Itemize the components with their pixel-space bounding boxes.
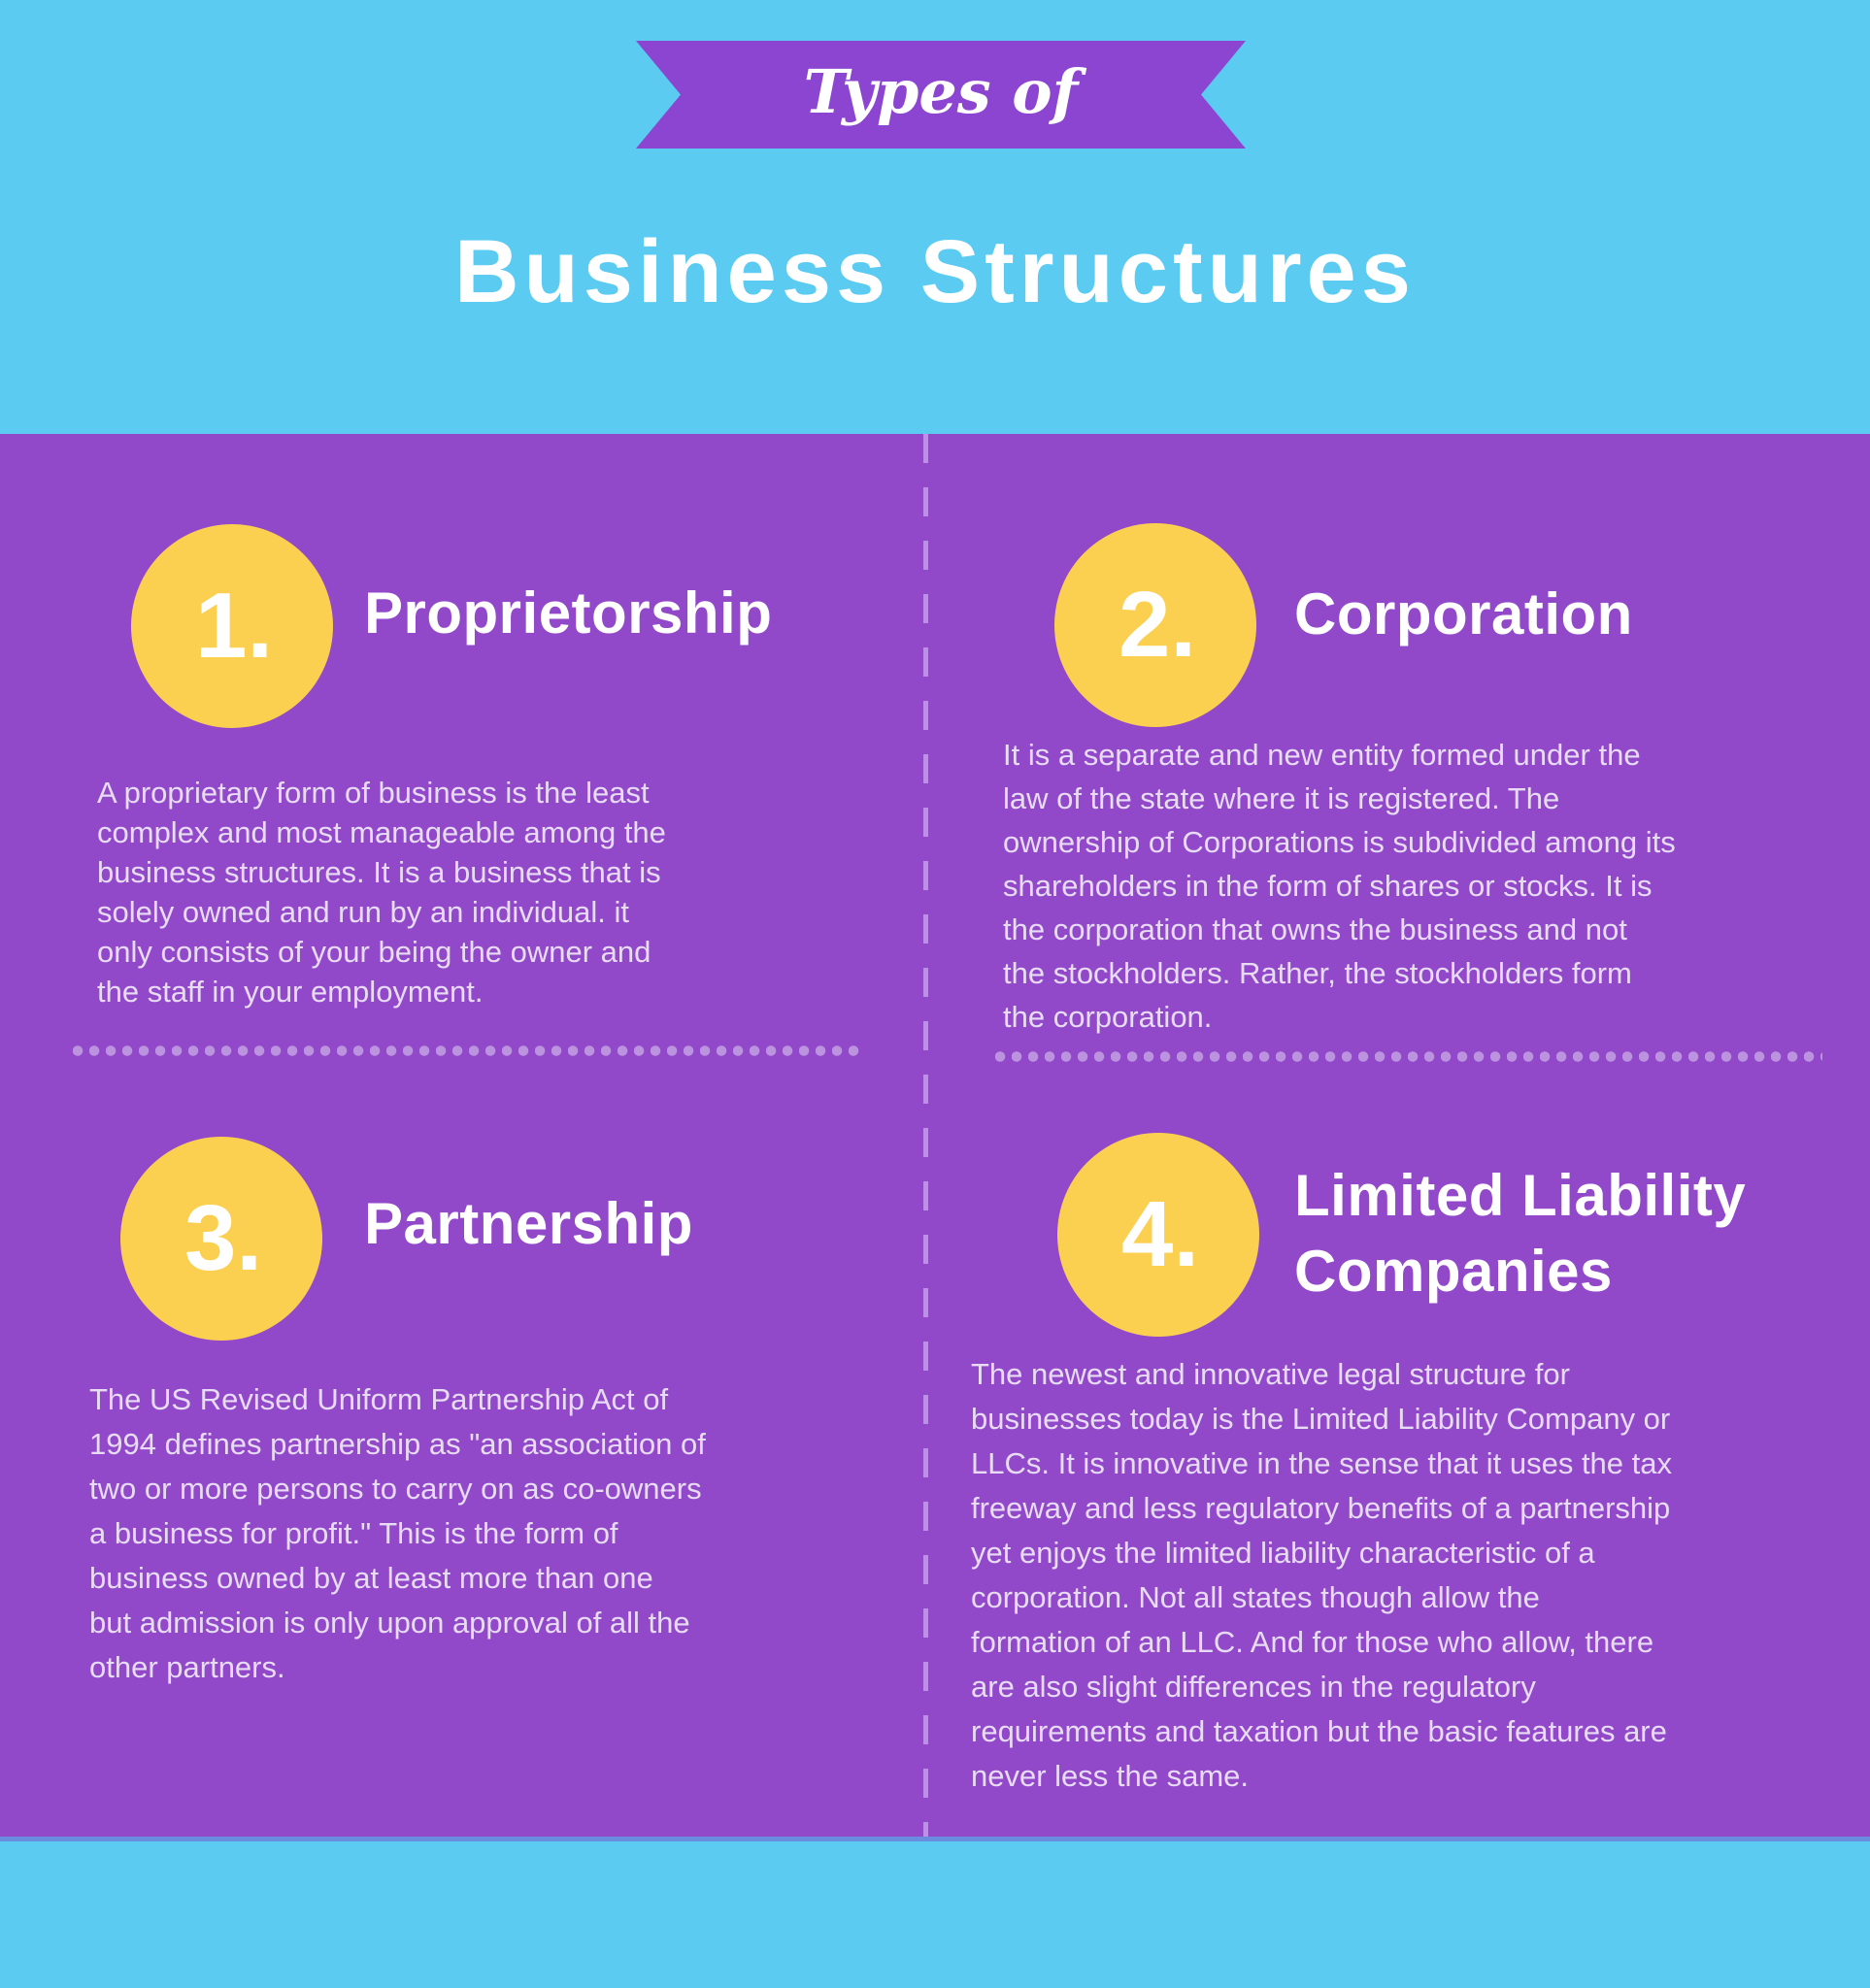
- dotted-divider-right: [995, 1051, 1822, 1062]
- section-3-body: The US Revised Uniform Partnership Act o…: [89, 1382, 706, 1684]
- header-band: Types of Business Structures: [0, 0, 1870, 434]
- section-3-title: Partnership: [364, 1191, 693, 1256]
- vertical-dashed-divider: [923, 434, 928, 1837]
- section-2-body: It is a separate and new entity formed u…: [1003, 738, 1676, 1034]
- main-content: 1. Proprietorship A proprietary form of …: [0, 434, 1870, 1837]
- section-4-number-badge: 4.: [1057, 1133, 1259, 1337]
- page-title: Business Structures: [454, 222, 1416, 321]
- ribbon-label: Types of: [803, 56, 1079, 127]
- section-2-number-badge: 2.: [1054, 523, 1256, 727]
- section-1-number: 1.: [194, 574, 274, 678]
- section-4-title: Limited Liability Companies: [1294, 1163, 1747, 1304]
- section-4-body: The newest and innovative legal structur…: [971, 1357, 1673, 1793]
- section-2-title: Corporation: [1294, 581, 1633, 646]
- section-3-number-badge: 3.: [120, 1137, 322, 1341]
- section-2-number: 2.: [1118, 573, 1197, 677]
- section-3-number: 3.: [184, 1186, 263, 1290]
- footer-band: [0, 1837, 1870, 1988]
- section-4-number: 4.: [1120, 1182, 1200, 1286]
- section-1-body: A proprietary form of business is the le…: [97, 776, 666, 1009]
- ribbon-banner: Types of: [636, 41, 1246, 149]
- section-1-number-badge: 1.: [131, 524, 333, 728]
- dotted-divider-left: [73, 1045, 861, 1056]
- section-1-title: Proprietorship: [364, 580, 773, 646]
